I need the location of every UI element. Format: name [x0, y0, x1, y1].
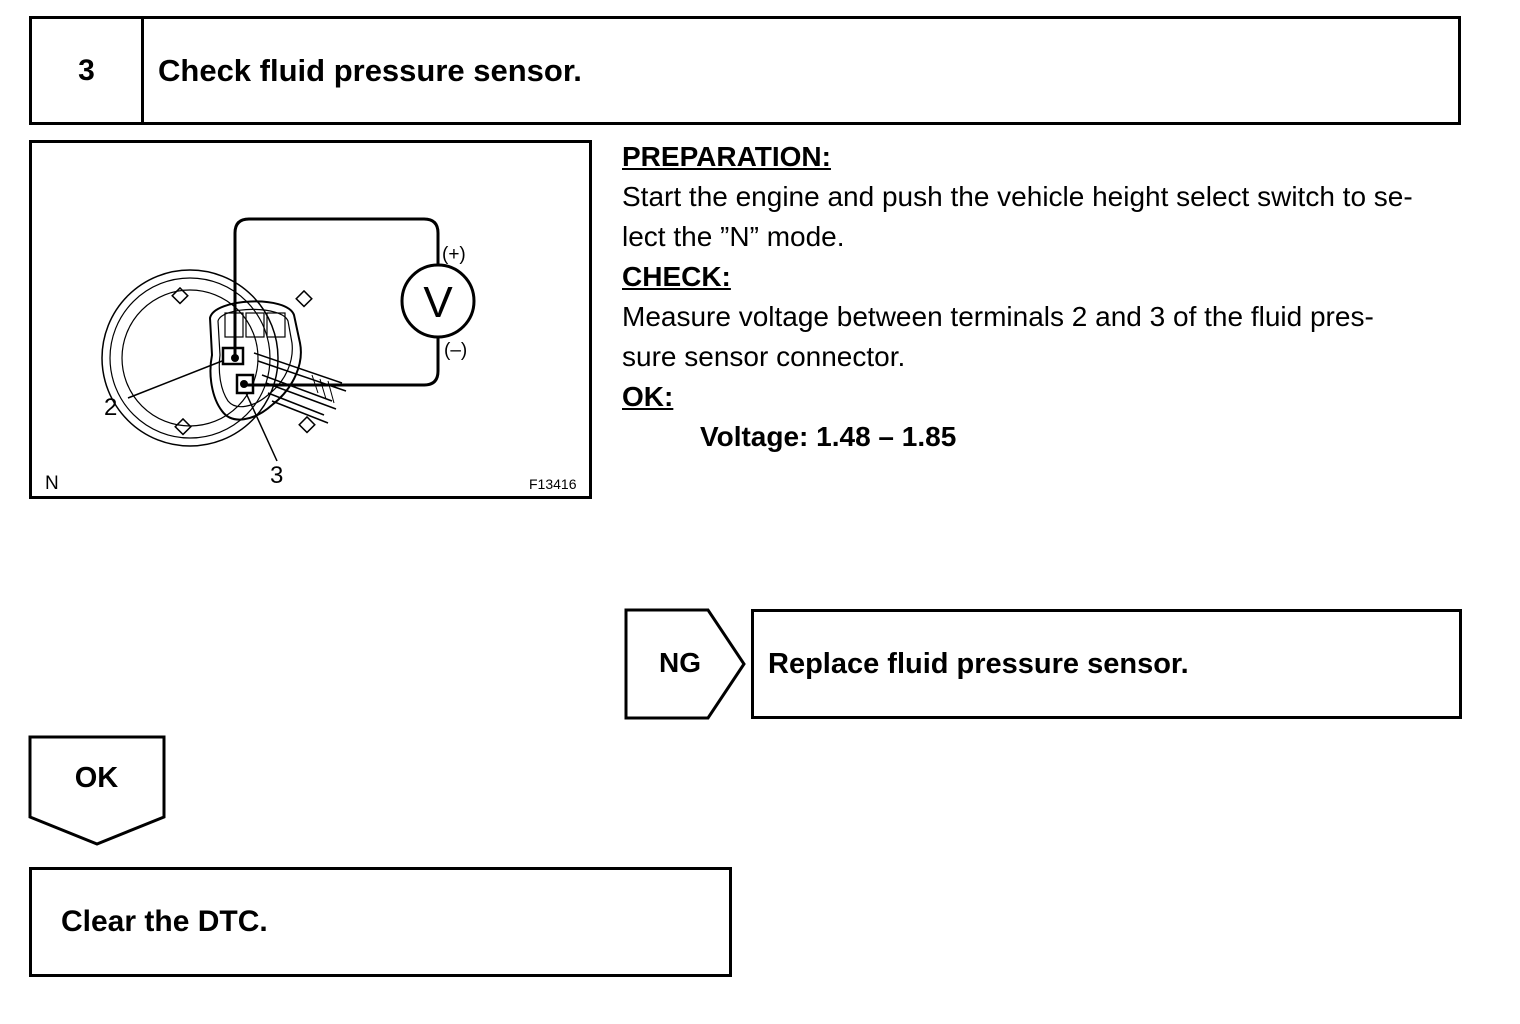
lug-bottom-right: [298, 415, 316, 434]
connector-diagram: V (+) (–) 2 3 N F13416: [45, 217, 577, 494]
connector-body: [208, 300, 302, 421]
ok-label: OK: [74, 761, 119, 794]
terminal-3-label: 3: [270, 462, 283, 489]
ok-arrow-icon: [28, 735, 166, 846]
negative-polarity-label: (–): [444, 340, 467, 361]
voltmeter-icon: [400, 263, 476, 339]
terminal-2-leader: [127, 360, 223, 399]
positive-polarity-label: (+): [442, 244, 466, 265]
preparation-line-2: lect the ”N” mode.: [622, 221, 845, 252]
next-step-text: Clear the DTC.: [61, 905, 268, 938]
check-line-1: Measure voltage between terminals 2 and …: [622, 301, 1374, 332]
figure-code: F13416: [529, 476, 577, 492]
ng-label: NG: [659, 647, 701, 678]
terminal-2-label: 2: [104, 394, 117, 421]
preparation-line-1: Start the engine and push the vehicle he…: [622, 181, 1413, 212]
negative-lead: [244, 337, 440, 387]
ok-voltage-spec: Voltage: 1.48 – 1.85: [700, 421, 957, 452]
positive-lead: [233, 217, 440, 358]
next-step-box: Clear the DTC.: [29, 867, 732, 977]
step-header: 3 Check fluid pressure sensor.: [29, 16, 1461, 125]
sensor-connector-illustration: V (+) (–) 2 3 N F13416: [29, 140, 592, 499]
mode-label: N: [45, 473, 59, 494]
lug-bottom-left: [174, 417, 192, 436]
ok-heading: OK:: [622, 381, 674, 412]
preparation-heading: PREPARATION:: [622, 141, 831, 172]
step-number: 3: [32, 19, 144, 122]
lug-top-right: [295, 289, 313, 308]
ng-action-text: Replace fluid pressure sensor.: [768, 647, 1189, 680]
connector-flange-outer: [101, 269, 279, 447]
check-line-2: sure sensor connector.: [622, 341, 906, 372]
check-heading: CHECK:: [622, 261, 731, 292]
ng-action-box: Replace fluid pressure sensor.: [751, 609, 1462, 719]
voltmeter-symbol: V: [423, 278, 453, 327]
instruction-block: PREPARATION: Start the engine and push t…: [622, 137, 1472, 457]
terminal-3-leader: [245, 392, 278, 462]
lug-top-left: [171, 286, 189, 305]
ng-arrow-icon: [624, 608, 746, 720]
step-title: Check fluid pressure sensor.: [158, 52, 582, 88]
